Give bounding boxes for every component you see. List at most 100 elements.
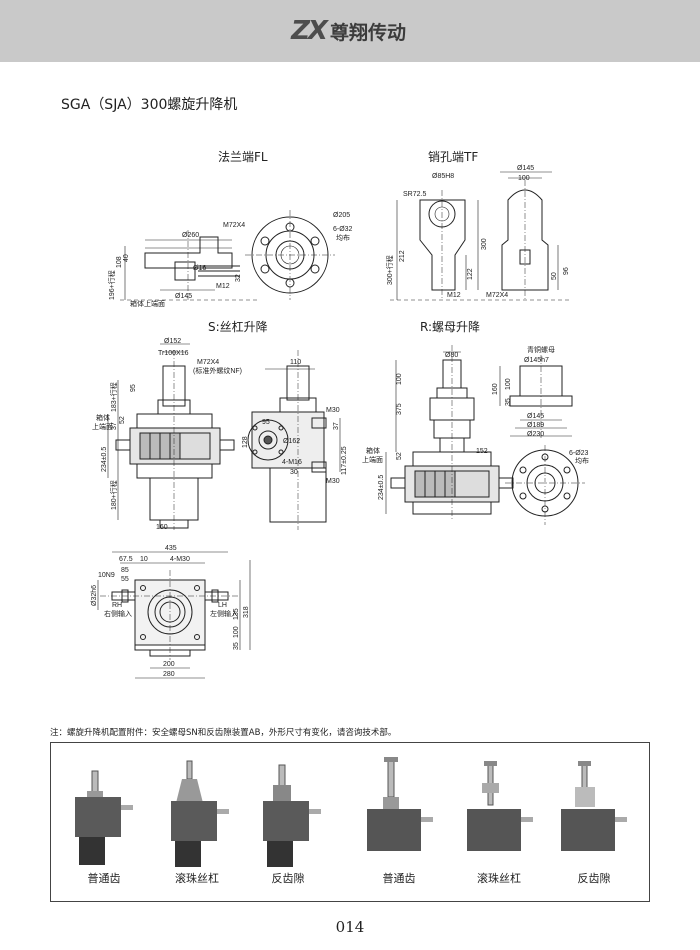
dim-r-d145h7: Ø145h7 xyxy=(524,357,549,364)
tf-front-view xyxy=(390,190,570,301)
caption-5: 滚珠丝杠 xyxy=(477,872,521,885)
dim-fl-108: 108 xyxy=(116,256,123,268)
label-fl-case-top: 箱体上端面 xyxy=(130,299,165,308)
dim-r-d230: Ø230 xyxy=(527,431,544,438)
caption-3: 反齿隙 xyxy=(271,872,305,885)
dim-s-160: 160 xyxy=(156,524,168,531)
label-r-nut: 青铜螺母 xyxy=(527,345,555,354)
dim-r-100b: 100 xyxy=(505,378,512,390)
dim-s-stroke-top: 183+行程 xyxy=(109,382,118,412)
dim-s-m30-top: M30 xyxy=(326,407,340,414)
dim-fl-d145: Ø145 xyxy=(175,293,192,300)
dim-top-135: 135 xyxy=(233,608,240,620)
dim-r-52: 52 xyxy=(396,452,403,460)
dim-r-even: 均布 xyxy=(575,456,589,465)
dim-top-318: 318 xyxy=(243,606,250,618)
dim-r-d80: Ø80 xyxy=(445,352,458,359)
dim-top-55: 55 xyxy=(121,576,129,583)
dim-s-52: 52 xyxy=(119,416,126,424)
dim-s-128: 128 xyxy=(242,436,249,448)
dim-r-160: 160 xyxy=(492,383,499,395)
dim-s-std: (标准外螺纹NF) xyxy=(193,366,242,375)
caption-4: 普通齿 xyxy=(382,872,416,885)
product-photo-6 xyxy=(561,761,627,851)
dim-top-key: 10N9 xyxy=(98,572,115,579)
s-front-view xyxy=(107,343,235,530)
dim-fl-d205: Ø205 xyxy=(333,212,350,219)
dim-fl-stroke: 196+行程 xyxy=(107,270,116,300)
dim-tf-stroke: 300+行程 xyxy=(385,255,394,285)
dim-s-30: 30 xyxy=(290,469,298,476)
dim-s-d152: Ø152 xyxy=(164,338,181,345)
dim-tf-100: 100 xyxy=(518,175,530,182)
label-r-case-top: 箱体 xyxy=(366,446,380,455)
dim-top-m30: 4-M30 xyxy=(170,556,190,563)
dim-tf-m12: M12 xyxy=(447,292,461,299)
brand-logo: ZX 尊翔传动 xyxy=(291,16,406,46)
dim-tf-d145: Ø145 xyxy=(517,165,534,172)
page-header: ZX 尊翔传动 xyxy=(0,0,700,62)
dim-fl-40: 40 xyxy=(123,254,130,262)
dim-s-37b: 37 xyxy=(333,422,340,430)
dim-s-d162: Ø162 xyxy=(283,438,300,445)
dim-r-d145: Ø145 xyxy=(527,413,544,420)
dim-tf-sr: SR72.5 xyxy=(403,191,426,198)
s-side-view xyxy=(247,350,341,530)
brand-name: 尊翔传动 xyxy=(329,21,406,44)
fl-side-view xyxy=(120,230,260,301)
dim-r-100: 100 xyxy=(396,373,403,385)
tf-side-view xyxy=(500,171,559,300)
dim-fl-d260: Ø260 xyxy=(182,232,199,239)
dim-fl-m12: M12 xyxy=(216,283,230,290)
product-photo-5 xyxy=(467,761,533,851)
dim-tf-m72: M72X4 xyxy=(486,292,508,299)
dim-tf-d85: Ø85H8 xyxy=(432,173,454,180)
label-top-lh: LH xyxy=(218,602,227,609)
dim-r-234: 234±0.5 xyxy=(378,475,385,500)
dim-fl-32: 32 xyxy=(235,274,242,282)
dim-top-435: 435 xyxy=(165,545,177,552)
dim-s-95b: 95 xyxy=(262,419,270,426)
section-tf-title: 销孔端TF xyxy=(428,150,479,164)
technical-drawings: Ø260 Ø145 Ø16 M72X4 M12 Ø205 6-Ø32 均布 箱体… xyxy=(91,165,589,679)
page-number: 014 xyxy=(335,918,365,936)
label-r-case-top-2: 上端面 xyxy=(362,455,383,464)
dim-tf-212: 212 xyxy=(399,250,406,262)
dim-s-tr: Tr100X16 xyxy=(158,350,189,357)
r-nut-view xyxy=(499,355,573,440)
dim-top-d32: Ø32h6 xyxy=(91,585,98,606)
top-view xyxy=(97,551,251,679)
dim-r-holes: 6-Ø23 xyxy=(569,450,589,457)
section-s-title: S:丝杠升降 xyxy=(208,320,268,334)
dim-top-280: 280 xyxy=(163,671,175,678)
dim-top-100: 100 xyxy=(233,626,240,638)
dim-tf-122: 122 xyxy=(467,268,474,280)
dim-r-35: 35 xyxy=(505,398,512,406)
dim-r-d189: Ø189 xyxy=(527,422,544,429)
dim-top-35: 35 xyxy=(233,642,240,650)
label-top-lh-cn: 左侧输入 xyxy=(210,609,238,618)
caption-1: 普通齿 xyxy=(87,872,121,885)
label-s-case-top: 箱体 xyxy=(96,413,110,422)
dim-s-234: 234±0.5 xyxy=(101,447,108,472)
footnote: 注：螺旋升降机配置附件：安全螺母SN和反齿隙装置AB，外形尺寸有变化，请咨询技术… xyxy=(50,728,397,738)
r-front-view xyxy=(385,345,514,520)
product-photo-3 xyxy=(263,764,321,867)
dim-s-95: 95 xyxy=(130,384,137,392)
dim-fl-m72: M72X4 xyxy=(223,222,245,229)
dim-top-200: 200 xyxy=(163,661,175,668)
dim-r-375: 375 xyxy=(396,403,403,415)
zx-logo-mark: ZX xyxy=(291,16,328,46)
caption-6: 反齿隙 xyxy=(577,872,611,885)
dim-tf-300: 300 xyxy=(481,238,488,250)
section-fl-title: 法兰端FL xyxy=(218,150,268,164)
fl-front-view xyxy=(245,210,335,300)
dim-s-m72: M72X4 xyxy=(197,359,219,366)
label-s-case-top-2: 上端面 xyxy=(92,422,113,431)
dim-top-675: 67.5 xyxy=(119,556,133,563)
section-r-title: R:螺母升降 xyxy=(420,320,481,334)
dim-r-152: 152 xyxy=(476,448,488,455)
caption-2: 滚珠丝杠 xyxy=(175,872,219,885)
product-gallery: 普通齿 滚珠丝杠 反齿隙 普通齿 滚珠丝杠 反齿隙 xyxy=(50,742,650,902)
dim-s-117: 117±0.25 xyxy=(341,446,348,475)
